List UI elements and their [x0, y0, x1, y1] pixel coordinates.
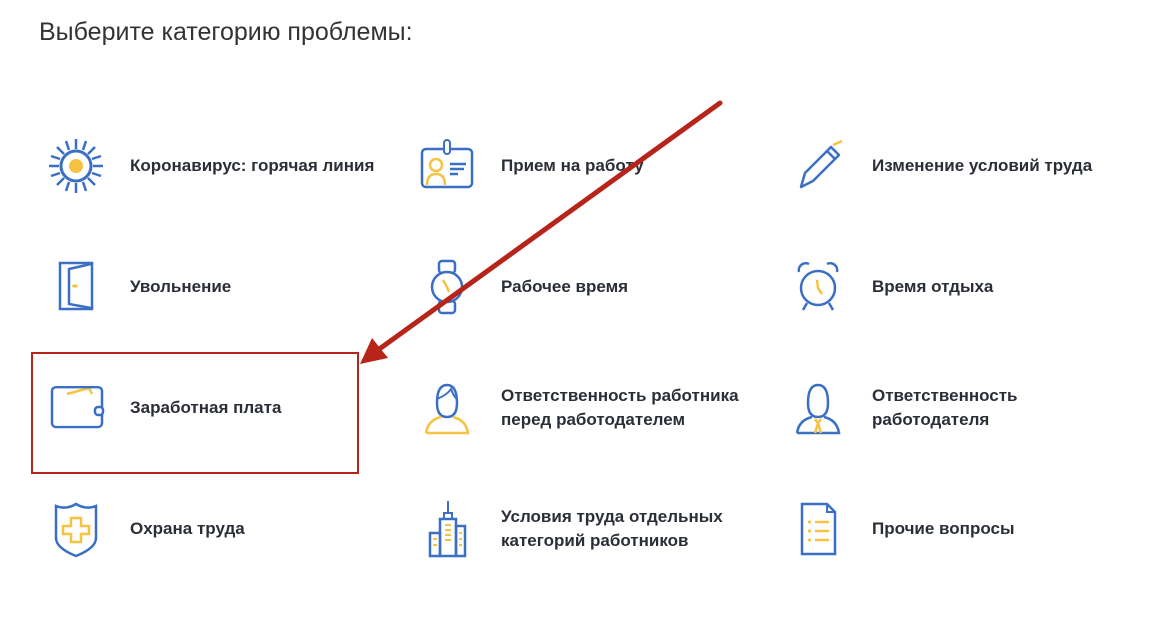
- building-icon: [428, 501, 467, 558]
- page-title: Выберите категорию проблемы:: [39, 18, 413, 46]
- category-label: Охрана труда: [130, 519, 245, 538]
- employer-icon: [795, 383, 841, 435]
- category-employer-liability[interactable]: Ответственность работодателя: [773, 358, 1133, 458]
- category-labor-protection[interactable]: Охрана труда: [31, 479, 391, 579]
- category-label: Заработная плата: [130, 398, 282, 417]
- category-other[interactable]: Прочие вопросы: [773, 479, 1133, 579]
- shield-cross-icon: [54, 502, 98, 558]
- category-rest-time[interactable]: Время отдыха: [773, 237, 1133, 337]
- employee-icon: [424, 383, 470, 435]
- category-special-workers[interactable]: Условия труда отдельных категорий работн…: [402, 479, 762, 579]
- category-label: Прочие вопросы: [872, 519, 1015, 538]
- category-coronavirus[interactable]: Коронавирус: горячая линия: [31, 116, 391, 216]
- category-label: Ответственность работодателя: [872, 386, 1018, 429]
- badge-icon: [420, 139, 474, 189]
- category-label: Изменение условий труда: [872, 156, 1093, 175]
- category-salary[interactable]: Заработная плата: [31, 358, 391, 458]
- highlight-box: [31, 352, 359, 474]
- pen-icon: [799, 139, 843, 189]
- category-label: Коронавирус: горячая линия: [130, 156, 375, 175]
- category-dismissal[interactable]: Увольнение: [31, 237, 391, 337]
- category-label: Увольнение: [130, 277, 232, 296]
- wallet-icon: [50, 385, 105, 429]
- category-label: Ответственность работника перед работода…: [501, 386, 739, 429]
- category-label: Время отдыха: [872, 277, 994, 296]
- category-hiring[interactable]: Прием на работу: [402, 116, 762, 216]
- alarm-clock-icon: [797, 261, 839, 311]
- document-list-icon: [800, 502, 837, 556]
- category-change-conditions[interactable]: Изменение условий труда: [773, 116, 1133, 216]
- category-label: Рабочее время: [501, 277, 629, 296]
- virus-icon: [49, 139, 103, 193]
- category-label: Условия труда отдельных категорий работн…: [501, 507, 723, 550]
- category-label: Прием на работу: [501, 156, 644, 175]
- door-icon: [58, 261, 94, 311]
- category-employee-liability[interactable]: Ответственность работника перед работода…: [402, 358, 762, 458]
